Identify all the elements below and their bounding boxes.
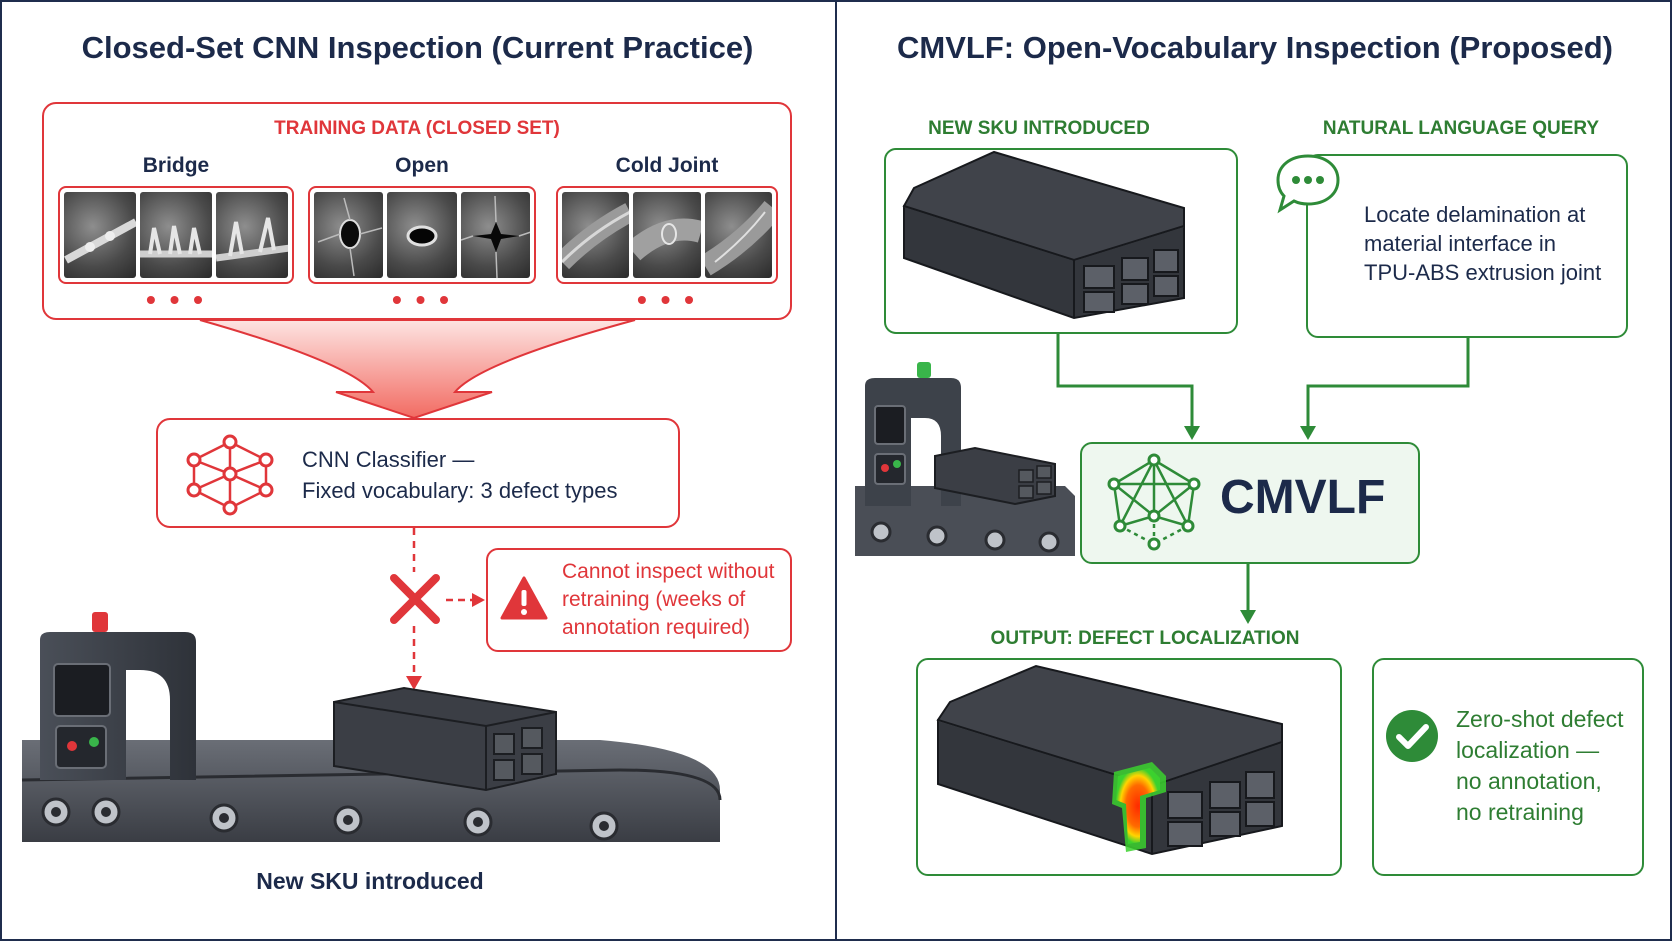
output-header: OUTPUT: DEFECT LOCALIZATION (990, 628, 1300, 649)
natural-language-query-header: NATURAL LANGUAGE QUERY (1322, 118, 1600, 139)
panel-divider (835, 0, 837, 941)
open-sample-images (308, 186, 536, 284)
result-line: localization — (1456, 737, 1600, 763)
new-sku-header: NEW SKU INTRODUCED (928, 118, 1150, 139)
query-text: Locate delamination at material interfac… (1364, 200, 1624, 287)
blocked-x-icon (390, 574, 440, 624)
new-sku-caption: New SKU introduced (256, 868, 484, 894)
left-panel-title: Closed-Set CNN Inspection (Current Pract… (81, 30, 754, 65)
neural-network-icon (186, 434, 274, 516)
zero-shot-result-text: Zero-shot defect localization — no annot… (1456, 704, 1640, 828)
open-sample-image (387, 192, 457, 278)
result-line: Zero-shot defect (1456, 706, 1624, 732)
warning-icon (500, 576, 548, 620)
cold-joint-sample-images (556, 186, 778, 284)
cold-joint-sample-image (562, 192, 630, 278)
warning-line: annotation required) (562, 616, 750, 639)
natural-language-query-box (1306, 154, 1628, 338)
bridge-sample-images (58, 186, 294, 284)
category-label-cold-joint: Cold Joint (615, 154, 719, 177)
cnn-classifier-text: CNN Classifier — Fixed vocabulary: 3 def… (302, 444, 672, 506)
result-line: no annotation, (1456, 768, 1602, 794)
checkmark-icon (1386, 710, 1438, 762)
funnel-arrow (199, 319, 636, 420)
bridge-sample-image (216, 192, 288, 278)
cmvlf-model-label: CMVLF (1220, 471, 1386, 524)
cnn-classifier-title: CNN Classifier — (302, 447, 475, 472)
conveyor-inspection-station-right (855, 362, 1075, 556)
open-sample-image (460, 192, 530, 278)
cold-joint-sample-image (633, 192, 701, 278)
bridge-more-ellipsis: • • • (146, 284, 206, 315)
conveyor-inspection-station-left (21, 612, 722, 842)
warning-line: Cannot inspect without (562, 560, 775, 583)
query-line: Locate delamination at (1364, 202, 1586, 227)
retraining-warning-text: Cannot inspect without retraining (weeks… (562, 558, 790, 642)
category-label-bridge: Bridge (142, 154, 210, 177)
category-label-open: Open (395, 154, 449, 177)
extrusion-profile-image (902, 150, 1185, 320)
cnn-classifier-vocab: Fixed vocabulary: 3 defect types (302, 478, 618, 503)
cnn-classifier-box (156, 418, 680, 528)
bridge-sample-image (64, 192, 136, 278)
query-line: TPU-ABS extrusion joint (1364, 260, 1602, 285)
zero-shot-result-box (1372, 658, 1644, 876)
defect-heatmap-image (936, 664, 1283, 856)
bridge-sample-image (140, 192, 212, 278)
blocked-path (406, 528, 485, 690)
open-more-ellipsis: • • • (392, 284, 452, 315)
graph-network-icon (1107, 453, 1201, 551)
result-line: no retraining (1456, 799, 1584, 825)
warning-line: retraining (weeks of (562, 588, 746, 611)
cold-joint-sample-image (704, 192, 772, 278)
cold-joint-more-ellipsis: • • • (637, 284, 697, 315)
query-line: material interface in (1364, 231, 1556, 256)
open-sample-image (314, 192, 384, 278)
chat-bubble-icon (1276, 154, 1340, 214)
right-panel-title: CMVLF: Open-Vocabulary Inspection (Propo… (897, 30, 1613, 65)
training-data-header: TRAINING DATA (CLOSED SET) (274, 118, 560, 139)
